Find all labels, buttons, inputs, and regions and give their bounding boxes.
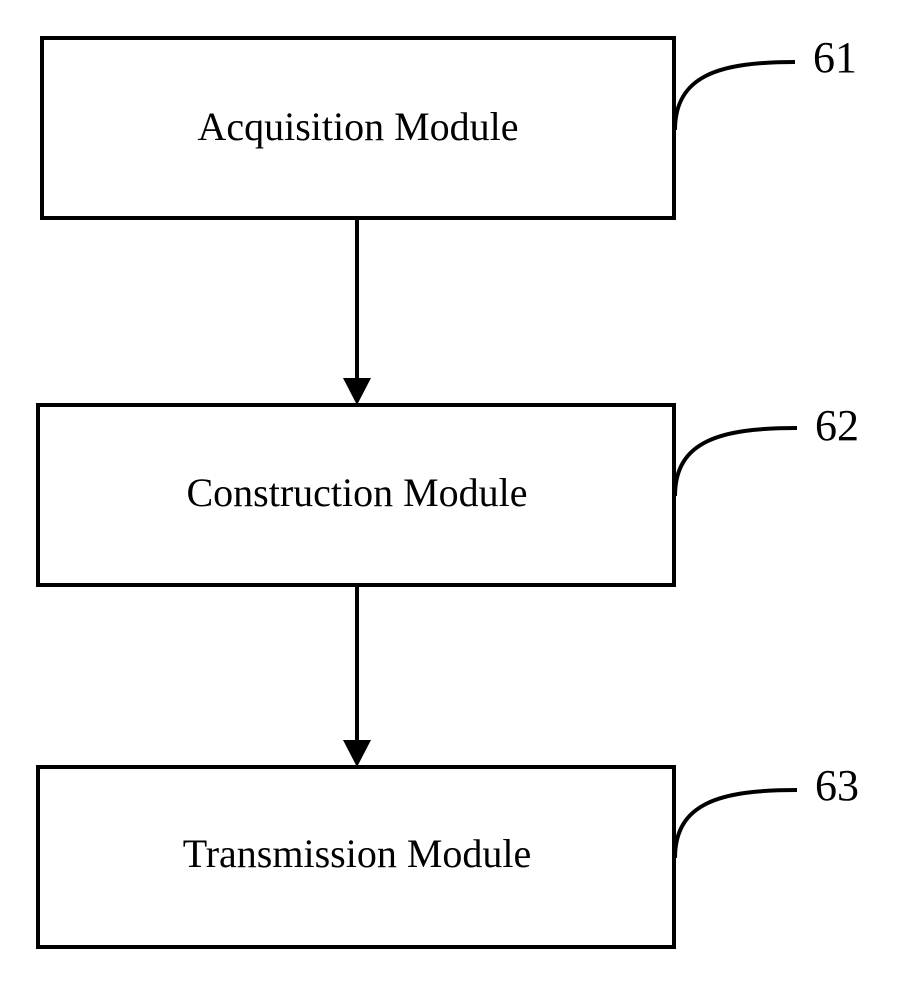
ref-63-callout: 63 [675,761,859,858]
transmission-module-block: Transmission Module [38,767,674,947]
acquisition-module-block: Acquisition Module [42,38,674,218]
ref-61-callout: 61 [675,33,857,130]
transmission-module-label: Transmission Module [183,831,532,876]
construction-module-label: Construction Module [186,470,527,515]
arrow-2-head [343,740,371,767]
ref-62-callout: 62 [675,401,859,496]
ref-62-number: 62 [815,401,859,450]
arrow-acquisition-to-construction [343,220,371,405]
ref-63-leader-line [675,790,797,858]
construction-module-block: Construction Module [38,405,674,585]
arrow-1-head [343,378,371,405]
acquisition-module-label: Acquisition Module [197,104,518,149]
arrow-construction-to-transmission [343,587,371,767]
ref-62-leader-line [675,428,797,496]
ref-61-number: 61 [813,33,857,82]
ref-63-number: 63 [815,761,859,810]
ref-61-leader-line [675,62,795,130]
